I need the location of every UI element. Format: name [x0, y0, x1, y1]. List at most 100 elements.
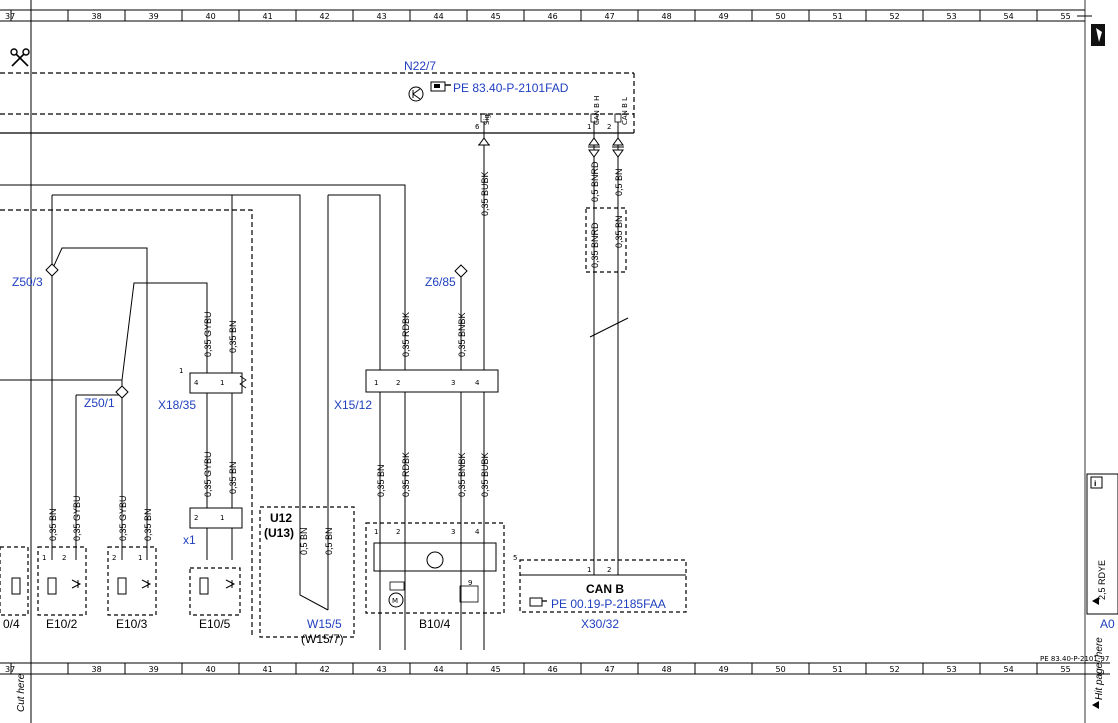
x15-12-pin-3: 3: [451, 379, 455, 387]
pin-1: 1: [587, 123, 591, 131]
bottom-ruler-column-number: 40: [206, 665, 216, 674]
top-ruler-column-number: 42: [320, 12, 330, 21]
info-icon: [1090, 476, 1103, 489]
top-ruler-column-number: 48: [662, 12, 672, 21]
b10-4-module: 1 2 3 4 M 9: [365, 522, 505, 614]
wires: [0, 122, 629, 650]
e10-2-pin-2: 2: [62, 554, 66, 562]
wire-label-rdbk-lower: 0,35 RDBK: [401, 452, 411, 497]
wire-label-bnbk-lower: 0,35 BNBK: [457, 452, 467, 497]
wire-label-bn-u12-a: 0,5 BN: [299, 527, 309, 555]
wire-label-bn-mid: 0,35 BN: [614, 215, 624, 248]
wire-label-bnbk-upper: 0,35 BNBK: [457, 312, 467, 357]
x18-35-connector: 1 4 1: [179, 367, 247, 394]
top-ruler-column-number: 44: [434, 12, 444, 21]
bottom-ruler-column-number: 51: [833, 665, 843, 674]
x30-32-label: X30/32: [581, 617, 619, 631]
scissors-icon: [10, 48, 30, 67]
bottom-ruler-column-number: 54: [1004, 665, 1014, 674]
x1-connector: 2 1: [189, 507, 243, 529]
top-ruler-column-number: 49: [719, 12, 729, 21]
wire-label-bn-top: 0,5 BN: [614, 168, 624, 196]
w15-5-label: W15/5: [307, 617, 342, 631]
wire-label-bubk-lower: 0,35 BUBK: [480, 452, 490, 497]
can-inline-connector: [585, 207, 627, 273]
wire-label-bn-lower: 0,35 BN: [228, 461, 238, 494]
e10-5-label: E10/5: [199, 617, 231, 631]
top-ruler-column-number: 40: [206, 12, 216, 21]
top-ruler-column-number: 46: [548, 12, 558, 21]
z50-1-label: Z50/1: [84, 396, 115, 410]
n22-7-reference: PE 83.40-P-2101FAD: [453, 81, 569, 95]
x1-pin-1: 1: [220, 514, 224, 522]
b10-4-pin-1: 1: [374, 528, 378, 536]
footer-reference: PE 83.40-P-2101-97: [1040, 655, 1109, 663]
wire-label-gybu-upper: 0,35 GYBU: [203, 311, 213, 357]
bottom-ruler-column-number: 49: [719, 665, 729, 674]
bottom-ruler-column-number: 50: [776, 665, 786, 674]
wire-label-bnrd-mid: 0,35 BNRD: [590, 222, 600, 268]
component-labels: Z50/3 Z50/1 X18/35 X15/12 Z6/85 x1 U12 (…: [3, 275, 1115, 663]
reference-hand-icon: [430, 81, 451, 92]
pin-can-h-label: CAN B H: [593, 96, 601, 125]
bottom-ruler-column-number: 45: [491, 665, 501, 674]
top-ruler-column-number: 37: [5, 12, 15, 21]
pin-can-l-label: CAN B L: [621, 97, 629, 125]
e10-3-pin-2: 2: [112, 554, 116, 562]
b10-4-label: B10/4: [419, 617, 451, 631]
z6-85-label: Z6/85: [425, 275, 456, 289]
e10-3-pin-1: 1: [138, 554, 142, 562]
x1-label: x1: [183, 533, 196, 547]
u13-label: (U13): [264, 526, 294, 540]
page-corner-icon: [1091, 24, 1105, 46]
x30-32-pin-1: 1: [587, 566, 591, 574]
wire-label-bnrd-top: 0,5 BNRD: [590, 161, 600, 202]
b10-4-pin-9: 9: [468, 579, 472, 587]
x15-12-connector: 1 2 3 4: [365, 369, 499, 393]
bottom-ruler-column-number: 48: [662, 665, 672, 674]
splice-points: [45, 263, 468, 399]
x15-12-label: X15/12: [334, 398, 372, 412]
bottom-ruler-column-number: 43: [377, 665, 387, 674]
wire-label-bn-e10-3: 0,35 BN: [143, 508, 153, 541]
b10-4-pin-2: 2: [396, 528, 400, 536]
bottom-ruler-column-number: 39: [149, 665, 159, 674]
top-ruler-column-number: 52: [890, 12, 900, 21]
x15-12-pin-1: 1: [374, 379, 378, 387]
x30-32-pin-2: 2: [607, 566, 611, 574]
wire-label-gybu-lower: 0,35 GYBU: [203, 451, 213, 497]
wire-labels: 0,35 BUBK 0,5 BNRD 0,5 BN 0,35 BNRD 0,35…: [48, 161, 624, 555]
x18-35-pin-mark: 1: [179, 367, 183, 375]
top-ruler-column-number: 50: [776, 12, 786, 21]
e10-pins: 1 2 2 1: [42, 554, 142, 562]
w15-7-label: (W15/7): [301, 632, 344, 646]
x18-35-label: X18/35: [158, 398, 196, 412]
b10-4-pin-4: 4: [475, 528, 480, 536]
connector-arrows: [478, 137, 624, 158]
wire-label-bn-b10: 0,35 BN: [376, 464, 386, 497]
x30-32-connector: 5 1 2 CAN B PE 00.19-P-2185FAA: [513, 554, 687, 613]
top-ruler-column-number: 51: [833, 12, 843, 21]
bottom-ruler-column-number: 38: [92, 665, 102, 674]
left-dashed-box: [0, 209, 253, 637]
wire-label-bn-upper: 0,35 BN: [228, 320, 238, 353]
bottom-ruler-column-number: 47: [605, 665, 615, 674]
n22-7-module: N22/7 PE 83.40-P-2101FAD 6 1 2 Sig CAN B…: [0, 59, 635, 134]
fold-here-text: Hit page! here: [1094, 637, 1105, 700]
top-ruler-column-number: 41: [263, 12, 273, 21]
top-ruler-column-number: 43: [377, 12, 387, 21]
top-ruler-column-number: 47: [605, 12, 615, 21]
info-icon-glyph: i: [1094, 480, 1096, 488]
bottom-ruler-column-number: 41: [263, 665, 273, 674]
bottom-ruler-column-number: 42: [320, 665, 330, 674]
wire-label-gybu-e10-2: 0,35 GYBU: [72, 495, 82, 541]
top-ruler-column-number: 45: [491, 12, 501, 21]
x18-35-pin-1: 1: [220, 379, 224, 387]
x18-35-pin-4: 4: [194, 379, 199, 387]
top-ruler-column-number: 54: [1004, 12, 1014, 21]
bottom-ruler-column-number: 55: [1061, 665, 1071, 674]
